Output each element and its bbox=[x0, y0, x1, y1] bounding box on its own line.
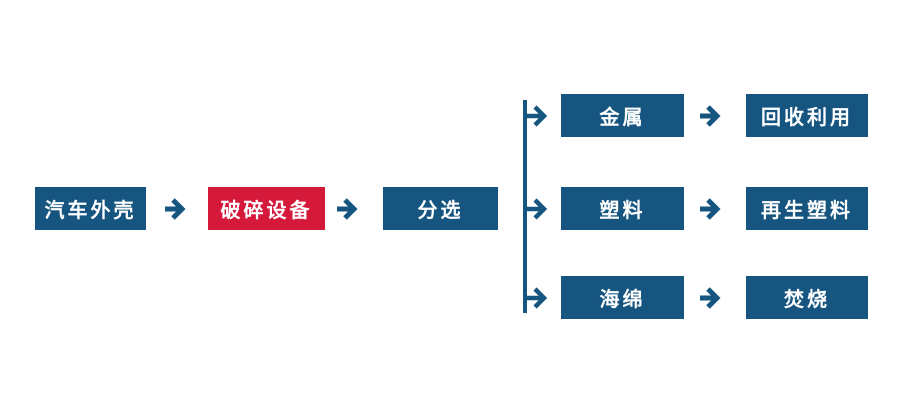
arrow-right-icon bbox=[526, 196, 552, 222]
node-metal-label: 金属 bbox=[599, 105, 646, 129]
node-metal: 金属 bbox=[561, 94, 684, 137]
node-crusher: 破碎设备 bbox=[208, 187, 325, 230]
node-plastic-label: 塑料 bbox=[599, 198, 646, 222]
arrow-right-icon bbox=[164, 196, 190, 222]
node-recycled-plastic: 再生塑料 bbox=[746, 187, 868, 230]
node-car-shell: 汽车外壳 bbox=[35, 187, 146, 230]
arrow-right-icon bbox=[699, 196, 725, 222]
node-plastic: 塑料 bbox=[561, 187, 684, 230]
node-incineration: 焚烧 bbox=[746, 276, 868, 319]
node-car-shell-label: 汽车外壳 bbox=[44, 198, 137, 222]
node-sorting: 分选 bbox=[383, 187, 498, 230]
branch-connector-line bbox=[523, 100, 527, 313]
node-crusher-label: 破碎设备 bbox=[220, 198, 313, 222]
node-recycling-label: 回收利用 bbox=[761, 105, 853, 129]
arrow-right-icon bbox=[336, 196, 362, 222]
arrow-right-icon bbox=[699, 285, 725, 311]
arrow-right-icon bbox=[699, 103, 725, 129]
node-recycling: 回收利用 bbox=[746, 94, 868, 137]
node-sponge: 海绵 bbox=[561, 276, 684, 319]
arrow-right-icon bbox=[526, 103, 552, 129]
node-recycled-plastic-label: 再生塑料 bbox=[761, 198, 853, 222]
node-sponge-label: 海绵 bbox=[599, 287, 646, 311]
arrow-right-icon bbox=[526, 285, 552, 311]
node-sorting-label: 分选 bbox=[417, 198, 464, 222]
node-incineration-label: 焚烧 bbox=[784, 287, 830, 311]
